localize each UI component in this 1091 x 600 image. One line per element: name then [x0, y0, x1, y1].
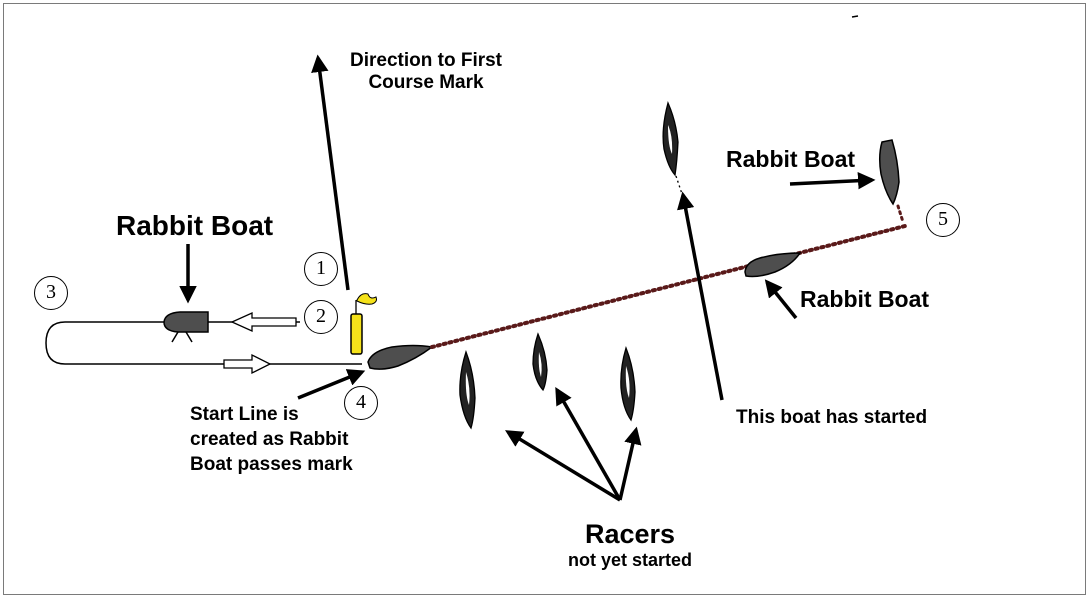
racer-boat-2: [532, 332, 548, 392]
start-line-label-1: Start Line is: [190, 404, 299, 425]
step-circle-5: 5: [926, 203, 960, 237]
direction-label-line2: Course Mark: [368, 71, 484, 93]
hollow-arrow-left: [230, 311, 297, 333]
step-circle-4: 4: [344, 386, 378, 420]
start-line-label-2: created as Rabbit: [190, 429, 349, 451]
rabbit-top-right-pointer: [789, 171, 876, 190]
rabbit-boat-mid: [744, 252, 802, 278]
rabbit-boat-top-right-label: Rabbit Boat: [726, 146, 856, 172]
rabbit-boat-left: [163, 311, 209, 343]
step-circle-1: 1: [304, 252, 338, 286]
start-line-label-3: Boat passes mark: [190, 454, 353, 476]
racer-boat-3: [620, 346, 636, 422]
started-boat: [662, 101, 685, 201]
step-circle-2: 2: [304, 300, 338, 334]
boat-started-label: This boat has started: [736, 407, 928, 428]
start-line-label: Start Line is created as Rabbit Boat pas…: [190, 402, 353, 477]
diagram-frame: [3, 3, 1086, 595]
hollow-arrow-right: [223, 353, 272, 375]
racers-label: Racers not yet started: [540, 519, 720, 571]
started-boat-pointer: [677, 191, 724, 401]
racers-pointer-3: [618, 426, 642, 501]
stray-mark: [851, 15, 859, 18]
direction-arrow: [311, 54, 350, 291]
racers-pointer-2: [555, 386, 622, 501]
racers-pointer-1: [505, 430, 621, 502]
step-circle-3: 3: [34, 276, 68, 310]
rabbit-boat-top-right: [878, 139, 900, 206]
rabbit-boat-start: [367, 344, 434, 370]
boat-five-dots: [896, 204, 905, 224]
rabbit-boat-left-label: Rabbit Boat: [116, 210, 274, 241]
direction-label: Direction to First Course Mark: [350, 50, 502, 94]
racers-title: Racers: [584, 519, 676, 549]
circuit-loop: [45, 321, 362, 365]
start-line-dotted: [430, 224, 907, 349]
start-line-pointer: [297, 369, 366, 400]
start-mark-buoy: [350, 293, 377, 355]
direction-label-line1: Direction to First: [350, 50, 503, 71]
rabbit-boat-mid-right-label: Rabbit Boat: [800, 286, 930, 312]
rabbit-mid-pointer: [764, 279, 798, 320]
racers-subtitle: not yet started: [567, 550, 693, 571]
racer-boat-1: [459, 350, 476, 430]
